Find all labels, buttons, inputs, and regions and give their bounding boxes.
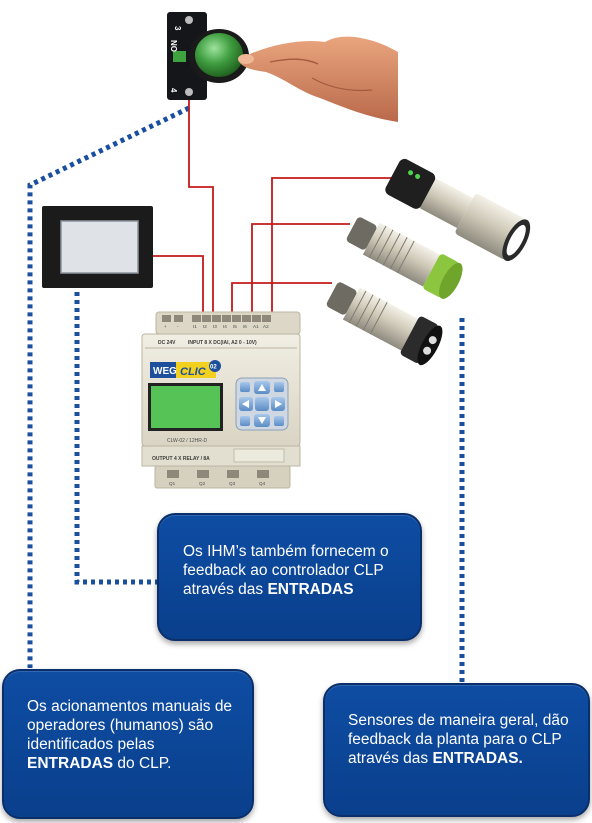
callout-manual-text: Os acionamentos manuais de operadores (h… — [27, 698, 233, 753]
connector-hmi-to-ihm-callout — [74, 292, 157, 585]
pushbutton-no-label: NO — [169, 40, 178, 52]
plc-brand: WEG — [153, 366, 177, 377]
plc-bottom-terminal-labels: Q1 Q2 Q3 Q4 — [169, 481, 266, 486]
wire-sensor-top — [271, 177, 392, 318]
plc-model-name: CLIC — [180, 366, 207, 378]
plc-keypad — [235, 377, 289, 431]
plc-model-suffix: 02 — [210, 365, 217, 371]
wire-sensor-low — [231, 282, 332, 318]
wire-pushbutton — [188, 100, 214, 318]
dotted-connectors — [27, 105, 465, 683]
pushbutton-terminal-4: 4 — [169, 88, 178, 93]
terminal-label: - — [177, 324, 179, 329]
terminal-label: I2 — [203, 324, 207, 329]
terminal-label: A1 — [253, 324, 259, 329]
callout-ihm-bold: ENTRADAS — [267, 581, 354, 598]
callout-sensors: Sensores de maneira geral, dão feedback … — [323, 683, 590, 817]
callout-manual-inputs: Os acionamentos manuais de operadores (h… — [2, 669, 254, 819]
plc-top-terminal-labels: + - I1 I2 I3 I4 I5 I6 A1 A2 — [164, 324, 269, 329]
hand-icon — [238, 36, 398, 122]
callout-ihm: Os IHM’s também fornecem o feedback ao c… — [157, 513, 422, 641]
terminal-label: Q1 — [169, 481, 176, 486]
plc-bottom-terminals — [167, 470, 269, 478]
callout-ihm-text: Os IHM’s também fornecem o feedback ao c… — [183, 543, 389, 598]
push-button-icon: 3 NO 4 — [167, 12, 249, 100]
terminal-label: I4 — [223, 324, 227, 329]
connector-pushbutton-to-manual-callout — [27, 105, 191, 668]
wiring — [152, 100, 392, 318]
terminal-label: I5 — [233, 324, 237, 329]
callout-manual-text-post: do CLP. — [113, 755, 172, 772]
plc-model-code: CLW-02 / 12HR-D — [167, 438, 207, 444]
pushbutton-terminal-3: 3 — [173, 26, 182, 31]
photo-sensor-icon — [385, 158, 531, 262]
terminal-label: A2 — [263, 324, 269, 329]
terminal-label: I3 — [213, 324, 217, 329]
terminal-label: Q2 — [199, 481, 206, 486]
terminal-label: I6 — [243, 324, 247, 329]
hmi-panel-icon — [42, 206, 153, 288]
inductive-sensor-icon — [326, 282, 443, 366]
callout-sensors-text: Sensores de maneira geral, dão feedback … — [348, 712, 569, 767]
terminal-label: + — [164, 324, 167, 329]
plc-icon: + - I1 I2 I3 I4 I5 I6 A1 A2 DC 24V INPUT… — [141, 311, 301, 489]
terminal-label: Q4 — [259, 481, 266, 486]
plc-input-header: INPUT 8 X DC(IAI, A2 0 - 10V) — [188, 340, 257, 346]
plc-supply-label: DC 24V — [158, 340, 176, 346]
plc-top-terminals — [162, 315, 271, 322]
plc-output-header: OUTPUT 4 X RELAY / 8A — [152, 456, 210, 462]
terminal-label: I1 — [193, 324, 197, 329]
inductive-sensor-icon — [346, 217, 463, 299]
terminal-label: Q3 — [229, 481, 236, 486]
wire-sensor-mid — [251, 223, 350, 318]
callout-manual-bold: ENTRADAS — [27, 755, 114, 772]
wire-hmi — [152, 255, 204, 318]
callout-sensors-bold: ENTRADAS. — [432, 750, 523, 767]
